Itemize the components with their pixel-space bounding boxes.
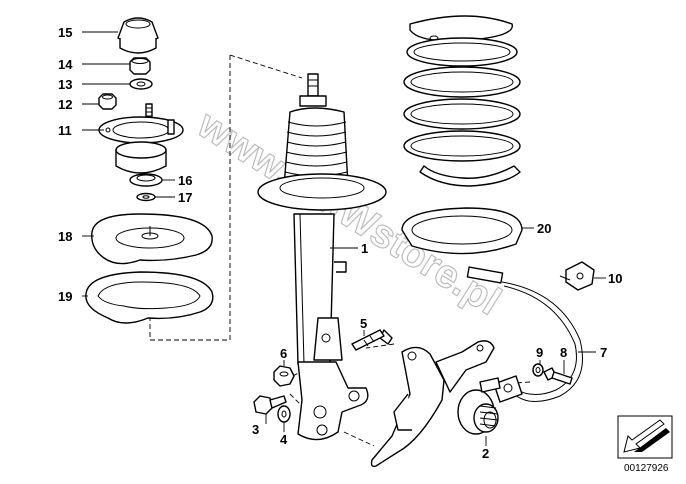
callout-15: 15 bbox=[58, 25, 72, 40]
part-18-upper-spring-seat[interactable] bbox=[91, 213, 213, 265]
part-19-lower-spring-pad[interactable] bbox=[85, 271, 214, 324]
part-13-washer[interactable] bbox=[129, 78, 153, 90]
part-1-suspension-strut[interactable] bbox=[257, 73, 387, 441]
part-11-strut-mount[interactable] bbox=[98, 116, 184, 174]
callout-19: 19 bbox=[58, 289, 72, 304]
callout-2: 2 bbox=[482, 446, 489, 461]
callout-11: 11 bbox=[58, 123, 72, 138]
part-12-hex-nut[interactable] bbox=[98, 93, 117, 110]
callout-6: 6 bbox=[280, 346, 287, 361]
part-4-washer[interactable] bbox=[277, 405, 291, 423]
callout-8: 8 bbox=[560, 345, 567, 360]
callout-4: 4 bbox=[280, 432, 288, 447]
part-20-spring-pad[interactable] bbox=[401, 207, 523, 255]
part-7-wear-sensor[interactable] bbox=[466, 266, 583, 403]
callout-9: 9 bbox=[536, 345, 543, 360]
callout-1: 1 bbox=[361, 241, 368, 256]
callout-17: 17 bbox=[178, 190, 192, 205]
part-10-clip[interactable] bbox=[559, 261, 595, 291]
callout-3: 3 bbox=[252, 422, 259, 437]
part-8-bolt[interactable] bbox=[543, 367, 573, 385]
leader-lines bbox=[82, 31, 606, 446]
part-6-nut[interactable] bbox=[273, 365, 295, 387]
part-3-bolt[interactable] bbox=[253, 395, 287, 415]
callout-12: 12 bbox=[58, 97, 72, 112]
coil-spring[interactable] bbox=[403, 15, 521, 187]
part-14-nut[interactable] bbox=[129, 57, 151, 75]
callout-20: 20 bbox=[537, 221, 551, 236]
part-9-washer[interactable] bbox=[532, 363, 544, 377]
callout-7: 7 bbox=[600, 345, 607, 360]
part-17-washer[interactable] bbox=[136, 192, 156, 202]
part-15-mount-cap[interactable] bbox=[117, 17, 159, 54]
callout-5: 5 bbox=[360, 316, 367, 331]
callout-13: 13 bbox=[58, 77, 72, 92]
callout-18: 18 bbox=[58, 229, 72, 244]
arrow-down-left-icon bbox=[623, 419, 670, 453]
callout-14: 14 bbox=[58, 57, 73, 72]
reference-box: 00127926 bbox=[617, 415, 673, 474]
part-5-bolt[interactable] bbox=[351, 329, 393, 351]
callout-10: 10 bbox=[608, 271, 622, 286]
callout-labels: 15 14 13 12 11 16 17 18 19 1 20 10 7 8 9… bbox=[58, 25, 622, 461]
reference-number: 00127926 bbox=[624, 463, 669, 474]
part-2-steering-knuckle[interactable] bbox=[370, 340, 501, 468]
part-16-bearing[interactable] bbox=[129, 173, 163, 187]
callout-16: 16 bbox=[178, 173, 192, 188]
